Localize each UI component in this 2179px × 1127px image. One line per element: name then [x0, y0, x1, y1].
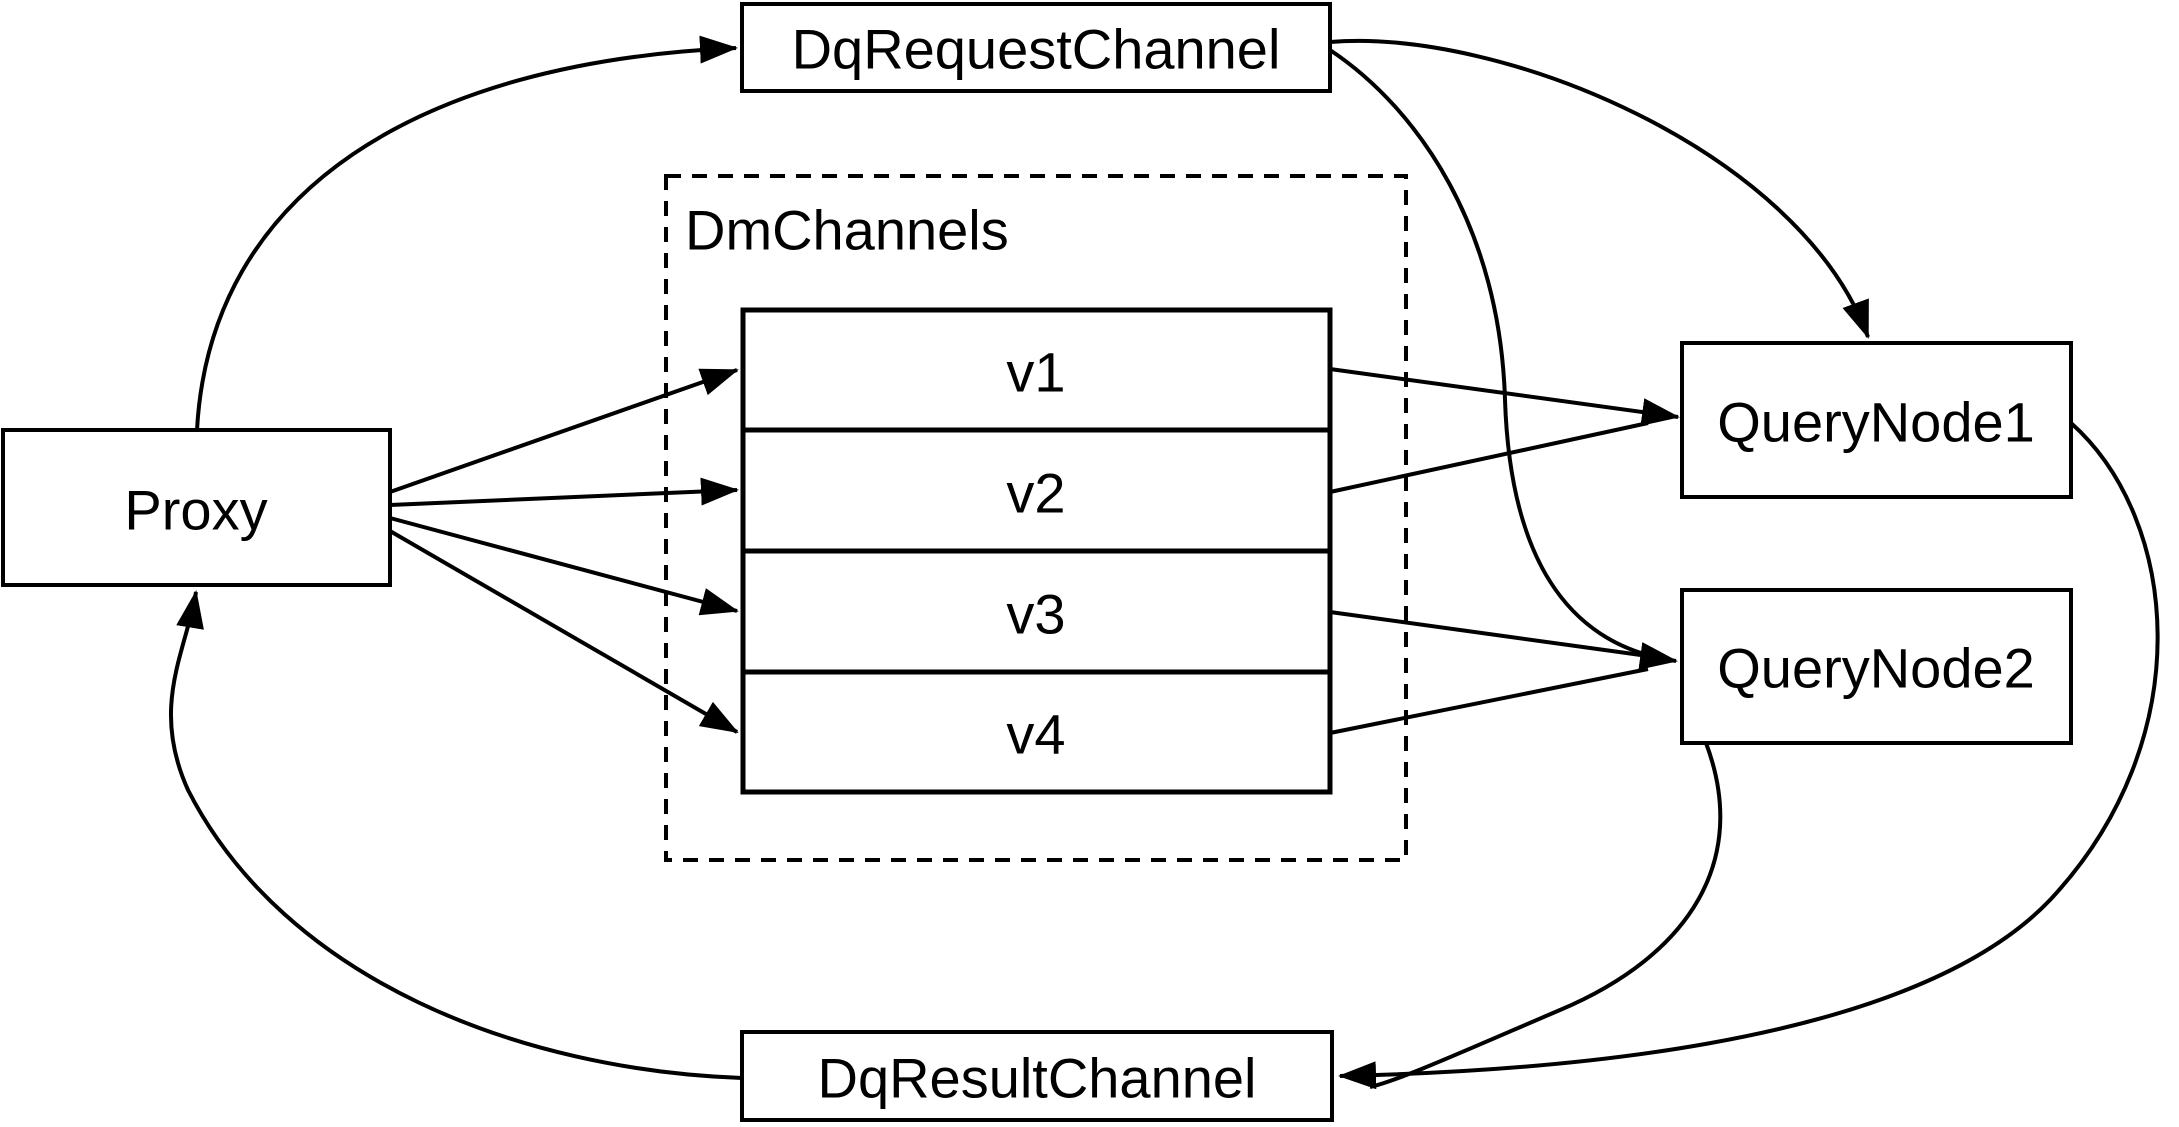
group-dm-channels-label: DmChannels — [685, 199, 1009, 262]
edge-dq-request-channel-to-query-node-2 — [1328, 48, 1678, 670]
node-query-node-2-label: QueryNode2 — [1717, 637, 2035, 700]
node-dq-request-channel-box — [740, 2, 1332, 93]
channel-v4-label: v4 — [1006, 703, 1065, 766]
edge-query-node-1-to-dq-result-channel — [1338, 421, 2160, 1090]
node-query-node-1-box — [1680, 341, 2073, 499]
channel-v2-label: v2 — [1006, 462, 1065, 525]
edge-proxy-to-v2 — [389, 477, 739, 507]
group-dm-channels-box — [664, 174, 1408, 862]
channel-v1-label: v1 — [1006, 341, 1065, 404]
edge-proxy-to-v3 — [389, 516, 739, 616]
edge-query-node-2-to-dq-result-channel — [1369, 742, 1723, 1089]
node-proxy-label: Proxy — [124, 479, 267, 542]
node-dq-result-channel-box — [740, 1030, 1334, 1122]
edge-v4-to-query-node-2 — [1329, 667, 1649, 735]
node-query-node-2-box — [1680, 588, 2073, 745]
node-query-node-1-label: QueryNode1 — [1717, 391, 2035, 454]
edge-dq-result-channel-to-proxy — [168, 590, 743, 1080]
edge-proxy-to-dq-request-channel — [195, 35, 738, 431]
channel-v3-label: v3 — [1006, 583, 1065, 646]
edge-proxy-to-v1 — [389, 368, 739, 494]
channel-v3-box — [740, 548, 1333, 675]
node-dq-request-channel-label: DqRequestChannel — [792, 18, 1281, 81]
node-dq-result-channel-label: DqResultChannel — [818, 1047, 1257, 1110]
channel-v2-box — [740, 427, 1333, 554]
channel-v4-box — [740, 669, 1333, 795]
edge-v2-to-query-node-1 — [1329, 421, 1649, 494]
edge-v1-to-query-node-1 — [1329, 367, 1680, 426]
channel-v1-box — [740, 307, 1333, 433]
edge-dq-request-channel-to-query-node-1 — [1329, 39, 1870, 339]
edge-proxy-to-v4 — [388, 529, 739, 734]
edge-v3-to-query-node-2 — [1329, 610, 1649, 658]
node-proxy-box — [1, 428, 392, 587]
